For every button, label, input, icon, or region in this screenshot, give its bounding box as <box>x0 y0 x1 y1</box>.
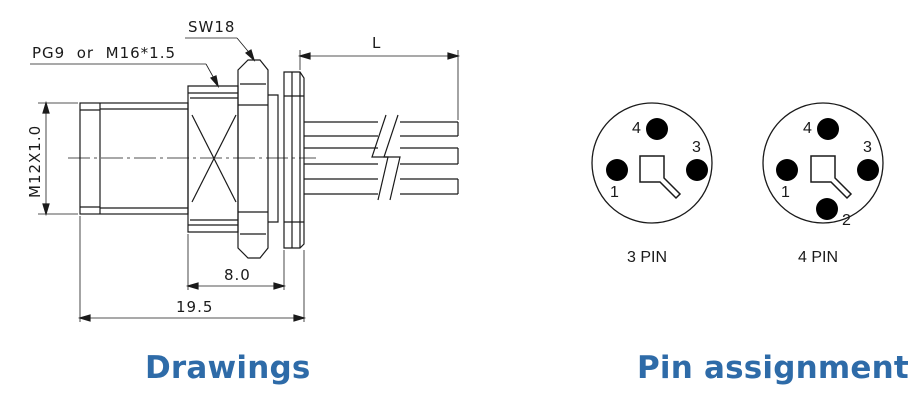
dim-sw18-leader <box>185 37 256 62</box>
dim-19-5 <box>77 216 307 322</box>
pin-1 <box>776 159 798 181</box>
dim-8-label: 8.0 <box>224 266 251 284</box>
dim-thread-leader <box>30 63 220 89</box>
pin-2 <box>816 198 838 220</box>
pin-face-3pin: 4 3 1 3 PIN <box>591 102 713 266</box>
pin-1 <box>606 159 628 181</box>
pin-label-3: 3 <box>863 139 872 156</box>
thread-label: PG9 or M16*1.5 <box>32 44 176 62</box>
length-label: L <box>372 34 381 52</box>
pin-3 <box>686 159 708 181</box>
pin-label-4: 4 <box>803 120 812 137</box>
dim-diameter <box>38 100 78 217</box>
pin-face-4pin: 4 3 1 2 4 PIN <box>762 102 884 266</box>
drawings-heading: Drawings <box>145 350 311 386</box>
coding-key <box>639 155 682 200</box>
flange-nut-sw18 <box>237 59 279 259</box>
diameter-label: M12X1.0 <box>26 125 44 198</box>
rear-panel <box>283 71 305 249</box>
pin-assignment-heading: Pin assignment <box>637 350 909 386</box>
caption-3pin: 3 PIN <box>627 249 667 266</box>
dim-length <box>297 50 461 120</box>
dim-8 <box>185 234 287 290</box>
caption-4pin: 4 PIN <box>798 249 838 266</box>
connector-face <box>762 102 884 224</box>
coding-key <box>810 155 853 200</box>
pin-4 <box>646 118 668 140</box>
connector-face <box>591 102 713 224</box>
pin-3 <box>857 159 879 181</box>
pin-4 <box>817 118 839 140</box>
wire-leads <box>304 114 459 201</box>
hex-nut <box>187 85 239 233</box>
wrench-size-label: SW18 <box>188 18 235 36</box>
m12-thread-body <box>79 102 189 215</box>
pin-label-2: 2 <box>842 212 851 229</box>
dim-19-5-label: 19.5 <box>176 298 213 316</box>
pin-label-4: 4 <box>632 120 641 137</box>
pin-label-3: 3 <box>692 139 701 156</box>
pin-label-1: 1 <box>781 184 790 201</box>
pin-label-1: 1 <box>610 184 619 201</box>
